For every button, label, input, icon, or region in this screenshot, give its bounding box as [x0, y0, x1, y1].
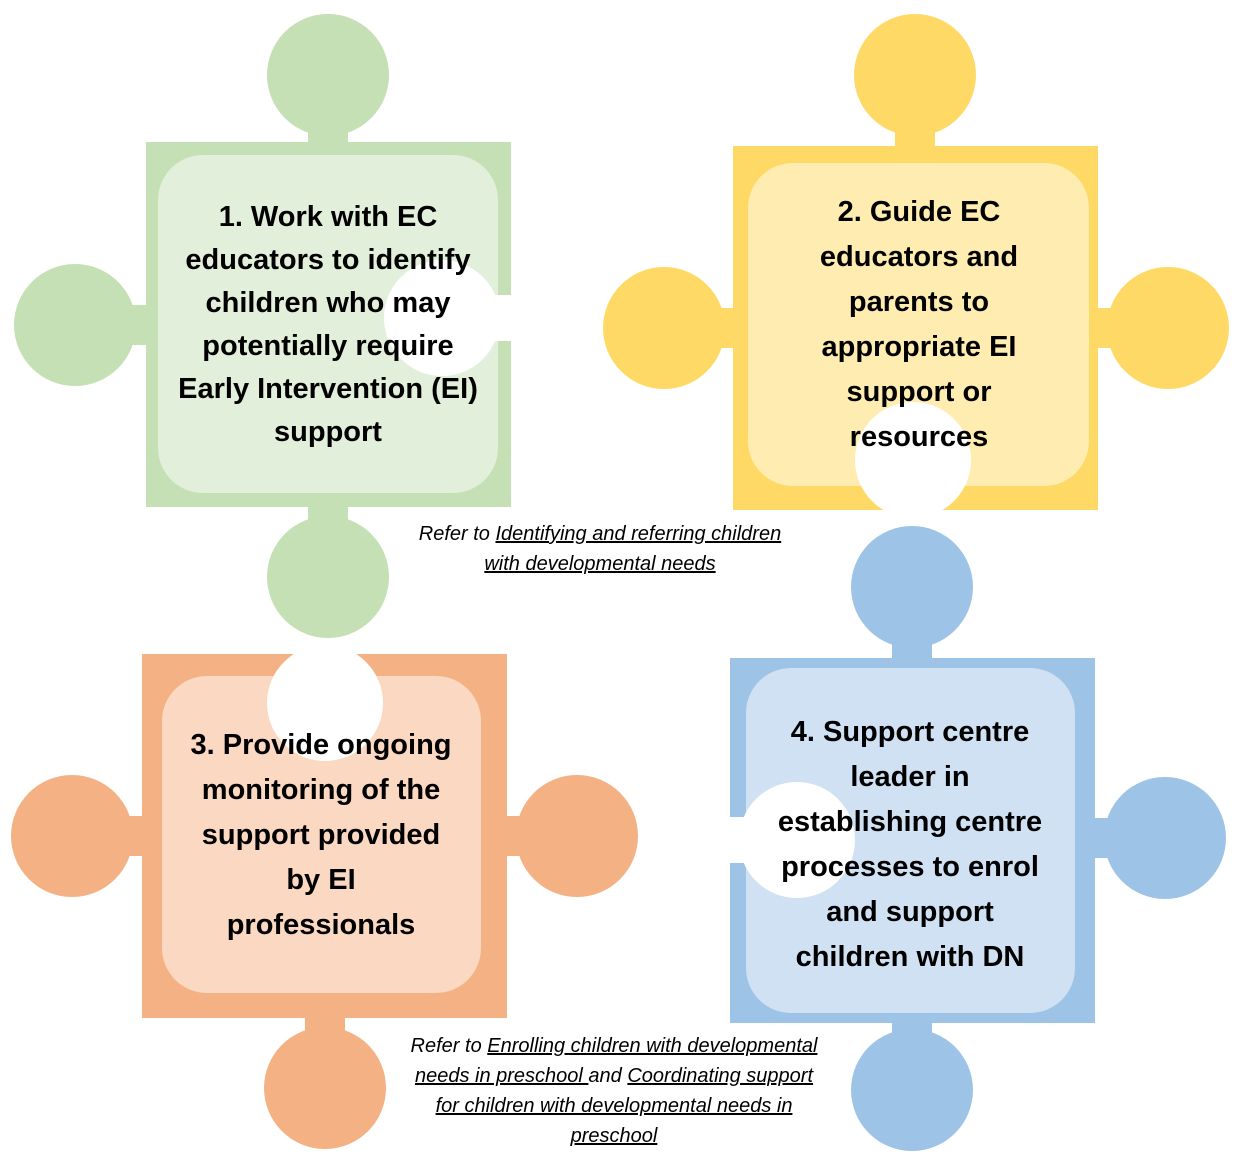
- caption-bottom-and: and: [588, 1065, 628, 1087]
- piece-3-text: 3. Provide ongoing monitoring of the sup…: [190, 728, 452, 941]
- piece-2-text: 2. Guide EC educators and parents to app…: [819, 196, 1019, 453]
- caption-top: Refer to Identifying and referring child…: [415, 519, 785, 579]
- link-identifying-referring[interactable]: Identifying and referring children with …: [484, 523, 782, 575]
- puzzle-piece-2: [603, 14, 1229, 518]
- link-enrolling-children[interactable]: Enrolling children with developmental ne…: [414, 1035, 818, 1087]
- puzzle-piece-1: [14, 14, 515, 638]
- piece-4-text: 4. Support centre leader in establishing…: [777, 716, 1043, 973]
- link-coordinating-support[interactable]: Coordinating support for children with d…: [435, 1065, 814, 1147]
- caption-top-prefix: Refer to: [418, 523, 496, 545]
- caption-bottom-prefix: Refer to: [410, 1035, 488, 1057]
- piece-1-text: 1. Work with EC educators to identify ch…: [178, 201, 478, 448]
- puzzle-piece-4: [726, 526, 1226, 1151]
- caption-bottom: Refer to Enrolling children with develop…: [408, 1031, 820, 1151]
- puzzle-piece-3: [11, 645, 638, 1149]
